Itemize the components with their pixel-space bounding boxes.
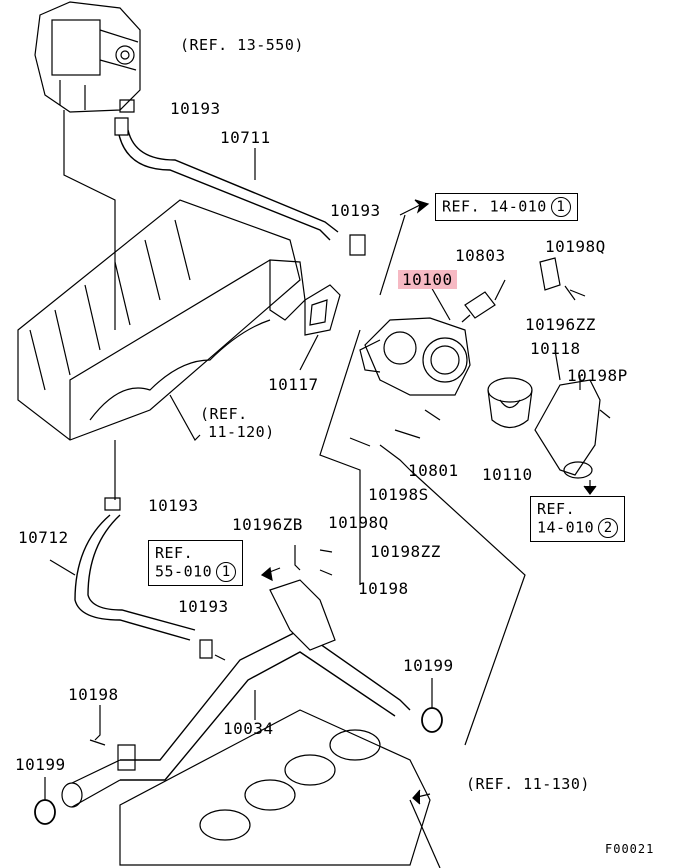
part-10198S[interactable]: 10198S (368, 485, 429, 504)
part-10198-left[interactable]: 10198 (68, 685, 119, 704)
part-10034[interactable]: 10034 (223, 719, 274, 738)
part-10711[interactable]: 10711 (220, 128, 271, 147)
part-10198[interactable]: 10198 (358, 579, 409, 598)
figure-code: F00021 (605, 842, 655, 856)
ref-11-120-line1: (REF. (200, 405, 248, 423)
part-10198P[interactable]: 10198P (567, 366, 628, 385)
hose-10712-icon (74, 514, 196, 641)
part-10193-low[interactable]: 10193 (148, 496, 199, 515)
circled-number: 1 (216, 562, 237, 582)
oring-left-icon (34, 799, 56, 825)
ref-box-55-010-line1: REF. (155, 544, 194, 562)
part-10801[interactable]: 10801 (408, 461, 459, 480)
water-outlet-10118-icon (534, 379, 601, 479)
water-pipe-10034-icon (61, 579, 411, 808)
circled-number: 1 (550, 197, 571, 217)
sensor-10803-icon (461, 291, 496, 323)
part-10196ZB[interactable]: 10196ZB (232, 515, 303, 534)
part-10193-mid[interactable]: 10193 (330, 201, 381, 220)
throttle-body-icon (34, 1, 141, 113)
part-10110[interactable]: 10110 (482, 465, 533, 484)
engine-block-icon (119, 709, 441, 868)
circled-number: 2 (598, 518, 619, 538)
part-10100[interactable]: 10100 (398, 270, 457, 289)
part-10117[interactable]: 10117 (268, 375, 319, 394)
bracket-10196zz-icon (539, 257, 561, 291)
part-10198ZZ-text: 10198ZZ (370, 542, 441, 561)
part-10712[interactable]: 10712 (18, 528, 69, 547)
part-10198ZZ[interactable]: 10198ZZ (370, 543, 441, 561)
part-10196ZZ[interactable]: 10196ZZ (525, 315, 596, 334)
hose-10711-icon (117, 129, 339, 241)
ref-11-130: (REF. 11-130) (466, 775, 590, 793)
ref-13-550: (REF. 13-550) (180, 36, 304, 54)
ref-11-120-line2: 11-120) (208, 423, 275, 441)
part-10199-right[interactable]: 10199 (403, 656, 454, 675)
thermostat-10110-icon (487, 377, 533, 429)
part-10193-top[interactable]: 10193 (170, 99, 221, 118)
part-10199-left[interactable]: 10199 (15, 755, 66, 774)
part-10198Q-low[interactable]: 10198Q (328, 513, 389, 532)
part-10100-highlight: 10100 (398, 270, 457, 289)
ref-box-14-010-1-text: REF. 14-010 (442, 197, 547, 216)
part-10193-hose[interactable]: 10193 (178, 597, 229, 616)
ref-box-55-010-text: 55-010 (155, 562, 213, 581)
ref-box-14-010-2-text: 14-010 (537, 518, 595, 537)
ref-box-14-010-2-line1: REF. (537, 500, 576, 518)
gasket-10117-icon (304, 284, 341, 336)
part-10118[interactable]: 10118 (530, 339, 581, 358)
oring-right-icon (421, 707, 443, 733)
part-10803[interactable]: 10803 (455, 246, 506, 265)
thermostat-housing-icon (359, 317, 471, 396)
part-10198Q-top[interactable]: 10198Q (545, 237, 606, 256)
intake-manifold-icon (17, 199, 306, 441)
